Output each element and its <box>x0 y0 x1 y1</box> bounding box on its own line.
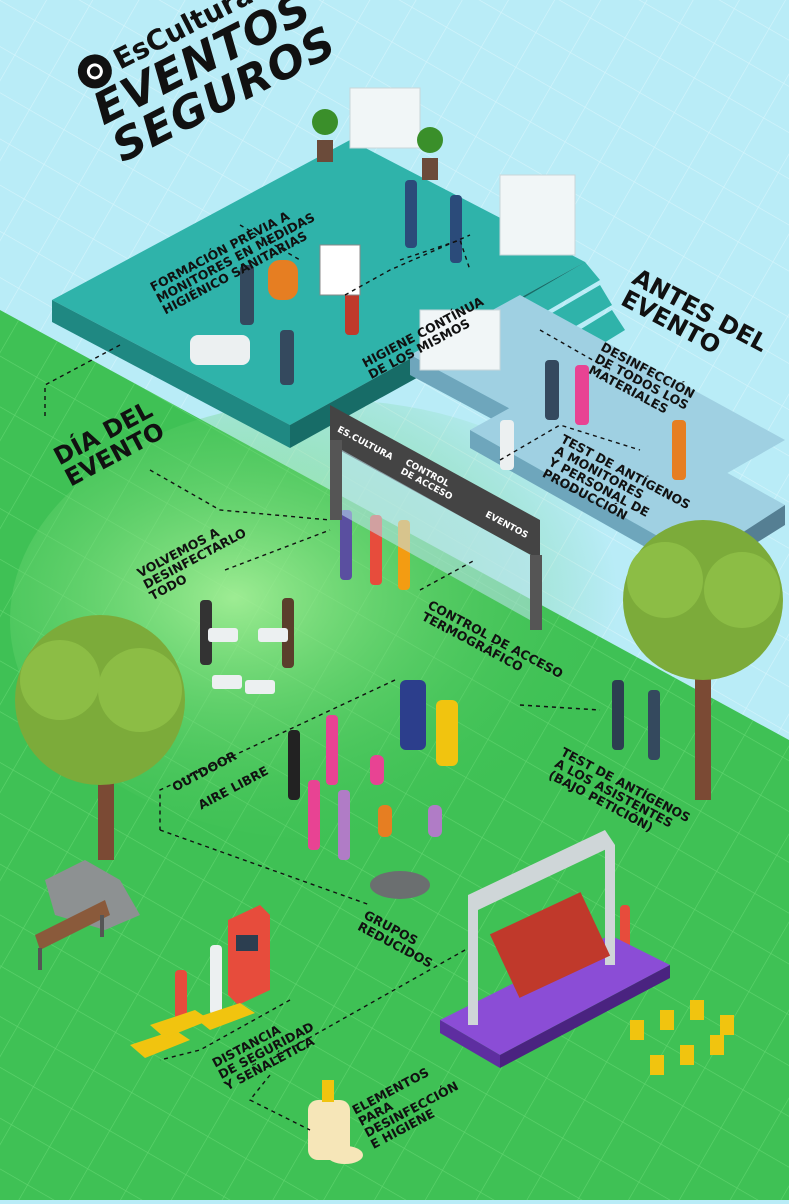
access-gate <box>330 405 542 630</box>
puzzle-pieces <box>208 628 288 694</box>
leader-lines <box>44 224 641 1131</box>
concert-stage <box>440 830 670 1068</box>
soap-dispenser <box>308 1080 363 1164</box>
rocks <box>45 860 430 930</box>
lab-platform <box>410 295 785 578</box>
bench <box>35 900 110 970</box>
tree-right <box>623 520 783 800</box>
potted-plants <box>312 109 443 180</box>
atm-machine <box>228 905 270 1005</box>
floor-stickers <box>130 1003 255 1058</box>
audience <box>630 1000 734 1075</box>
shelves <box>349 87 576 371</box>
tree-left <box>15 615 185 860</box>
